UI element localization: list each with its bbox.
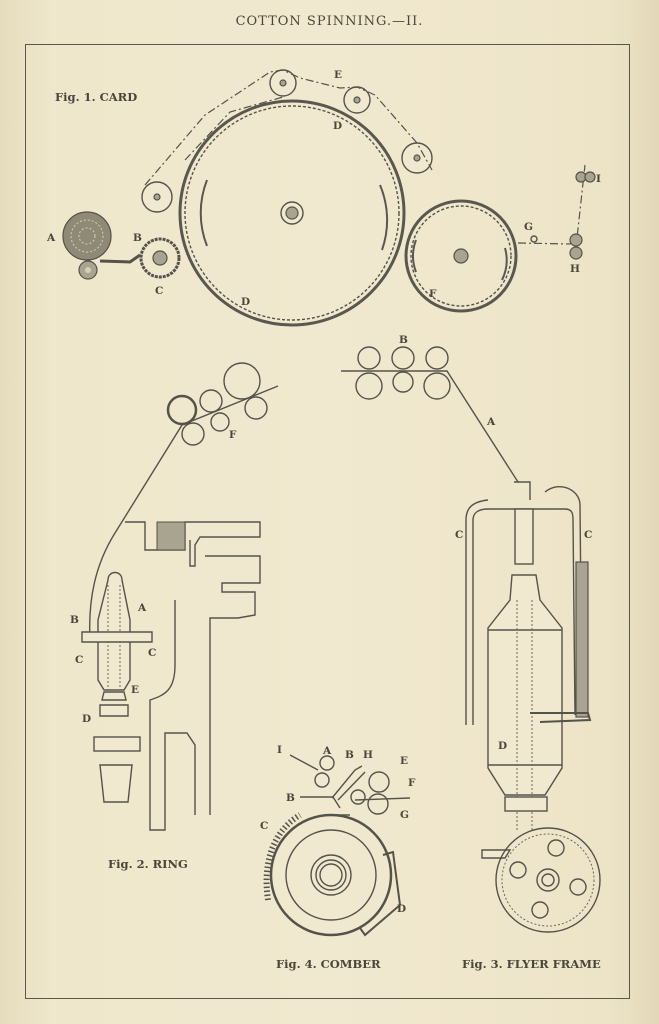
fig2-label-a: A [137,602,147,614]
fig1-label-g: G [524,221,533,233]
fig4-label-b-top: B [345,749,354,761]
fig3-label-c-left: C [455,529,463,541]
fig4-comber-diagram: I A B H E F B G C D Fig. 4. COMBER [260,744,416,971]
fig2-ring-diagram: F A B C C E D Fig. 2. RING [70,362,279,871]
fig1-label-i: I [596,173,601,185]
fig2-label-b: B [70,614,79,626]
fig2-label-f: F [229,429,237,441]
fig4-label-a: A [322,745,332,757]
fig2-label-e: E [131,684,139,696]
fig1-label-d-bottom: D [241,296,250,308]
fig4-label-g: G [400,809,409,821]
fig2-label-d: D [82,713,91,725]
fig1-label-h: H [570,263,580,275]
fig4-label-i: I [277,744,282,756]
fig3-label-d: D [498,740,507,752]
plate-title: COTTON SPINNING.—II. [235,14,424,29]
fig4-label-c: C [260,820,268,832]
fig4-label-b-left: B [286,792,295,804]
fig1-label-a: A [46,232,56,244]
fig2-label-c-left: C [75,654,83,666]
plate-border [25,44,630,999]
fig1-label-f: F [429,288,437,300]
fig1-label-b: B [133,232,142,244]
fig1-label-c: C [155,285,163,297]
fig1-caption: Fig. 1. CARD [55,90,137,104]
fig4-caption: Fig. 4. COMBER [276,957,381,971]
fig3-label-a: A [486,416,496,428]
fig1-card-diagram: Fig. 1. CARD [46,69,601,327]
fig4-label-e: E [400,755,408,767]
fig3-flyer-frame-diagram: B A C C D Fig. 3. FLYER FRAME [341,334,601,971]
fig4-label-h: H [363,749,373,761]
fig2-label-c-right: C [148,647,156,659]
fig3-label-b: B [399,334,408,346]
fig4-label-d: D [397,903,406,915]
fig3-label-c-right: C [584,529,592,541]
fig1-label-d-top: D [333,120,342,132]
fig3-caption: Fig. 3. FLYER FRAME [462,957,601,971]
fig4-label-f: F [408,777,416,789]
fig2-caption: Fig. 2. RING [108,857,188,871]
fig1-label-e: E [334,69,342,81]
